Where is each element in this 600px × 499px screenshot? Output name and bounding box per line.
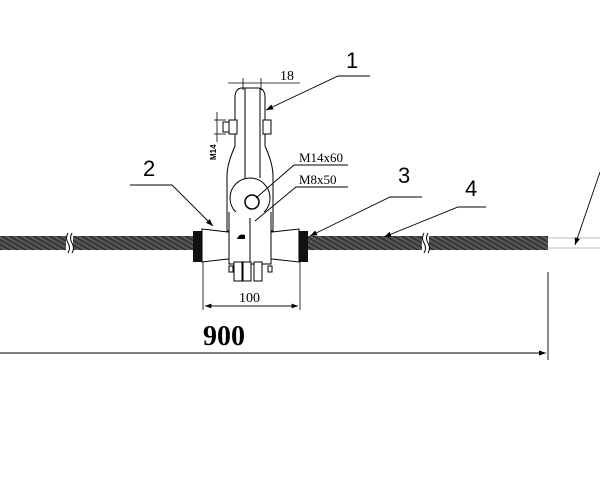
dimension-900 [0, 272, 549, 360]
rubber-insert-left [193, 231, 202, 262]
rubber-insert-right [299, 231, 308, 262]
logo-mark [237, 234, 245, 239]
thread-dimension [214, 112, 226, 142]
dimension-900-label: 900 [203, 321, 245, 352]
thread-label: M14 [209, 144, 218, 160]
callout-3: 3 [398, 163, 410, 188]
dimension-18 [228, 78, 300, 90]
dimension-100 [202, 262, 301, 310]
bolt-label-m14x60: M14x60 [299, 150, 343, 165]
leader-lines [130, 75, 600, 246]
dimension-18-label: 18 [280, 69, 294, 84]
callout-1: 1 [346, 48, 358, 73]
callout-2: 2 [143, 156, 155, 181]
shackle [222, 87, 274, 282]
bolt-label-m8x50: M8x50 [299, 172, 337, 187]
callout-4: 4 [465, 176, 477, 201]
dimension-100-label: 100 [239, 291, 260, 306]
